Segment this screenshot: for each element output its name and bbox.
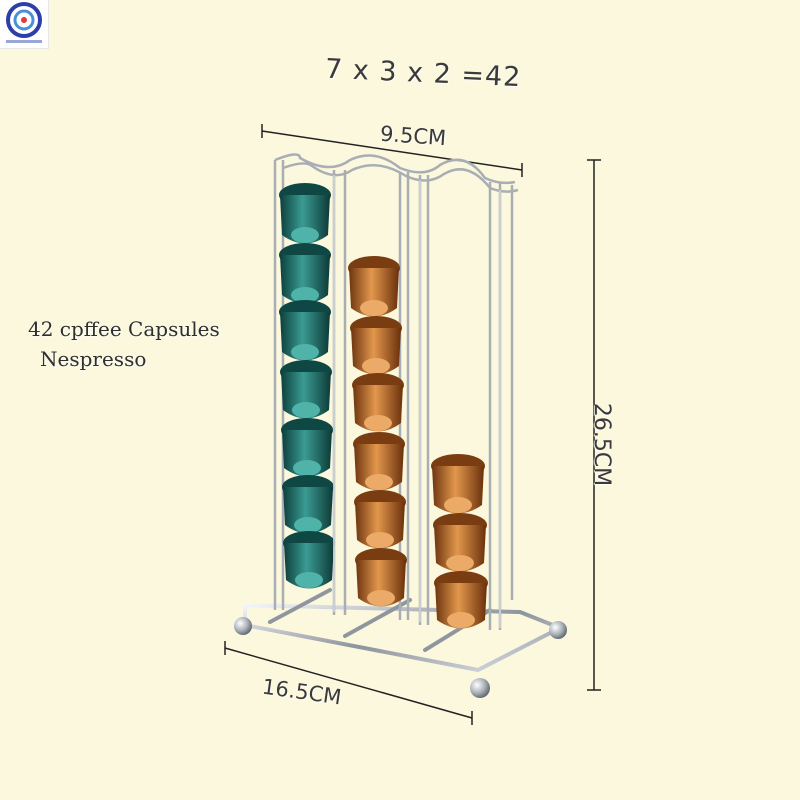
capsule [431, 454, 485, 514]
capsule [353, 432, 405, 491]
capsule [282, 475, 334, 534]
capsule [281, 418, 333, 477]
dimension-lines [224, 124, 601, 725]
height-label: 26.5CM [589, 402, 615, 487]
copper-capsule-column-right [431, 454, 488, 629]
capsule [433, 513, 487, 572]
capsule [279, 300, 331, 361]
teal-capsule-column [279, 183, 335, 589]
capsule [434, 571, 488, 629]
capsule [280, 360, 332, 419]
copper-capsule-column-middle [348, 256, 407, 607]
product-caption: 42 cpffee Capsules Nespresso [28, 314, 220, 374]
capsule [354, 490, 406, 549]
capsule [283, 531, 335, 589]
brand-logo [0, 0, 49, 49]
capsule [279, 183, 331, 244]
capsule [350, 316, 402, 375]
top-width-label: 9.5CM [379, 121, 447, 151]
capsule [352, 373, 404, 432]
caption-line-2: Nespresso [40, 347, 147, 371]
capsule [348, 256, 400, 317]
swirl-logo-icon [6, 2, 42, 43]
rack-base [243, 588, 565, 673]
capsule [355, 548, 407, 607]
caption-line-1: 42 cpffee Capsules [28, 317, 220, 341]
capsule [279, 243, 331, 304]
